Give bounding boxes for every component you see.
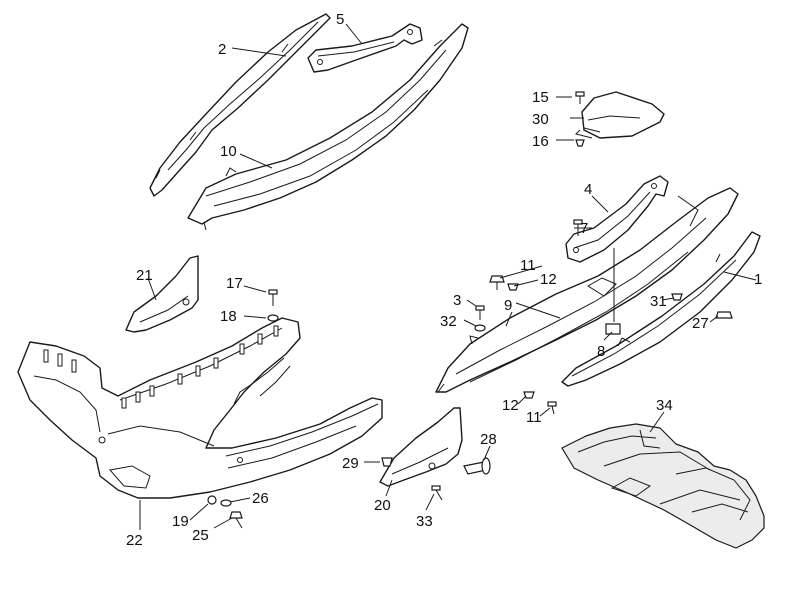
callout-7: 7 — [580, 220, 588, 237]
part-10-side-panel — [187, 23, 469, 231]
clip-16 — [575, 139, 585, 147]
callout-25: 25 — [192, 527, 209, 544]
washer-26 — [220, 499, 232, 507]
callout-18: 18 — [220, 308, 237, 325]
part-1-side-strip — [561, 231, 761, 387]
callout-2: 2 — [218, 41, 226, 58]
screw-33 — [431, 485, 443, 501]
callout-17: 17 — [226, 275, 243, 292]
screw-25 — [229, 511, 243, 529]
part-4-grab-handle — [565, 175, 669, 263]
part-21-bracket — [125, 255, 199, 333]
callout-15: 15 — [532, 89, 549, 106]
part-9-side-panel — [435, 187, 739, 393]
part-22-floor-panel — [17, 317, 383, 499]
callout-3: 3 — [453, 292, 461, 309]
leader-lines — [139, 23, 757, 530]
callout-12-lower: 12 — [502, 397, 519, 414]
nut-19 — [207, 495, 217, 505]
part-20-bracket — [379, 407, 463, 487]
callout-10: 10 — [220, 143, 237, 160]
callout-16: 16 — [532, 133, 549, 150]
part-34-under-tray — [561, 423, 765, 549]
part-5-grab-handle — [307, 23, 423, 73]
screw-7 — [573, 219, 583, 236]
callout-31: 31 — [650, 293, 667, 310]
callout-12-upper: 12 — [540, 271, 557, 288]
callout-21: 21 — [136, 267, 153, 284]
part-2-side-strip — [149, 13, 331, 197]
callout-1: 1 — [754, 271, 762, 288]
callout-11-lower: 11 — [526, 409, 542, 426]
screw-27 — [715, 311, 733, 319]
callout-9: 9 — [504, 297, 512, 314]
callout-11-upper: 11 — [520, 257, 536, 274]
callout-5: 5 — [336, 11, 344, 28]
screw-28 — [463, 457, 491, 475]
callout-26: 26 — [252, 490, 269, 507]
callout-27: 27 — [692, 315, 709, 332]
callout-19: 19 — [172, 513, 189, 530]
callout-8: 8 — [597, 343, 605, 360]
screw-17 — [268, 289, 278, 306]
clip-29 — [381, 457, 393, 467]
clip-31 — [671, 293, 683, 301]
screw-11-upper — [489, 275, 505, 290]
screw-15 — [575, 91, 585, 104]
callout-28: 28 — [480, 431, 497, 448]
callout-20: 20 — [374, 497, 391, 514]
part-8-stud — [605, 248, 621, 335]
part-30-top-cover — [575, 91, 665, 139]
callout-29: 29 — [342, 455, 359, 472]
washer-18 — [267, 314, 279, 322]
callout-33: 33 — [416, 513, 433, 530]
callout-30: 30 — [532, 111, 549, 128]
screw-3 — [475, 305, 485, 320]
washer-32 — [474, 324, 486, 332]
callout-34: 34 — [656, 397, 673, 414]
screw-11-lower — [547, 401, 557, 415]
callout-labels: 1 2 3 4 5 7 8 9 10 11 11 12 12 15 16 17 … — [126, 11, 762, 549]
callout-4: 4 — [584, 181, 592, 198]
callout-22: 22 — [126, 532, 143, 549]
callout-32: 32 — [440, 313, 457, 330]
